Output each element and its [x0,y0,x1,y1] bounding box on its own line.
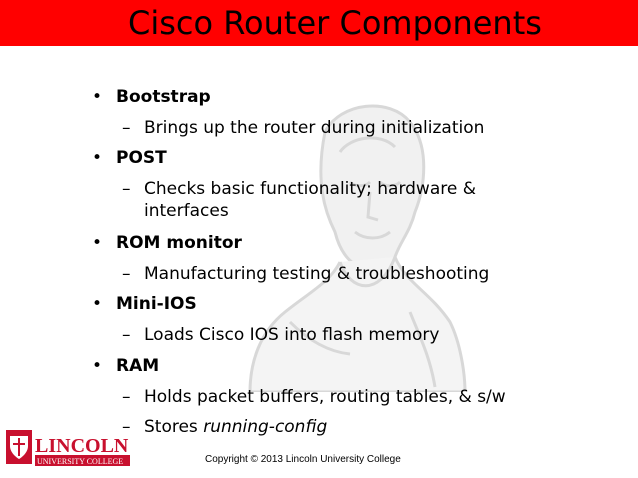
copyright-footer: Copyright © 2013 Lincoln University Coll… [205,454,401,465]
sub-text: Holds packet buffers, routing tables, & … [144,387,506,407]
logo-subtitle-text: UNIVERSITY COLLEGE [37,457,123,466]
sub-text: Stores running-config [144,416,327,438]
logo-name-text: LINCOLN [35,435,129,457]
sub-dash: – [122,118,131,138]
bullet-dot: • [92,294,103,314]
slide-title: Cisco Router Components [128,4,542,42]
lincoln-university-logo: LINCOLN UNIVERSITY COLLEGE [6,430,130,466]
bullet-dot: • [92,233,103,253]
stores-label: Stores [144,417,198,437]
sub-text: Loads Cisco IOS into flash memory [144,325,440,345]
sub-dash: – [122,264,131,284]
running-config-term: running-config [203,417,328,437]
bullet-label: RAM [116,356,160,376]
bullet-dot: • [92,356,103,376]
bullet-dot: • [92,87,103,107]
bullet-label: ROM monitor [116,233,242,253]
sub-text: Manufacturing testing & troubleshooting [144,264,490,284]
sub-text: Checks basic functionality; hardware & [144,179,476,199]
sub-dash: – [122,325,131,345]
bullet-label: POST [116,148,167,168]
sub-dash: – [122,417,131,437]
sub-dash: – [122,387,131,407]
title-bar: Cisco Router Components [0,0,638,46]
bullet-dot: • [92,148,103,168]
bullet-label: Bootstrap [116,87,211,107]
sub-text-continued: interfaces [144,201,229,221]
lincoln-bust-watermark [248,104,467,392]
sub-dash: – [122,179,131,199]
sub-text: Brings up the router during initializati… [144,118,485,138]
bullet-label: Mini-IOS [116,294,197,314]
